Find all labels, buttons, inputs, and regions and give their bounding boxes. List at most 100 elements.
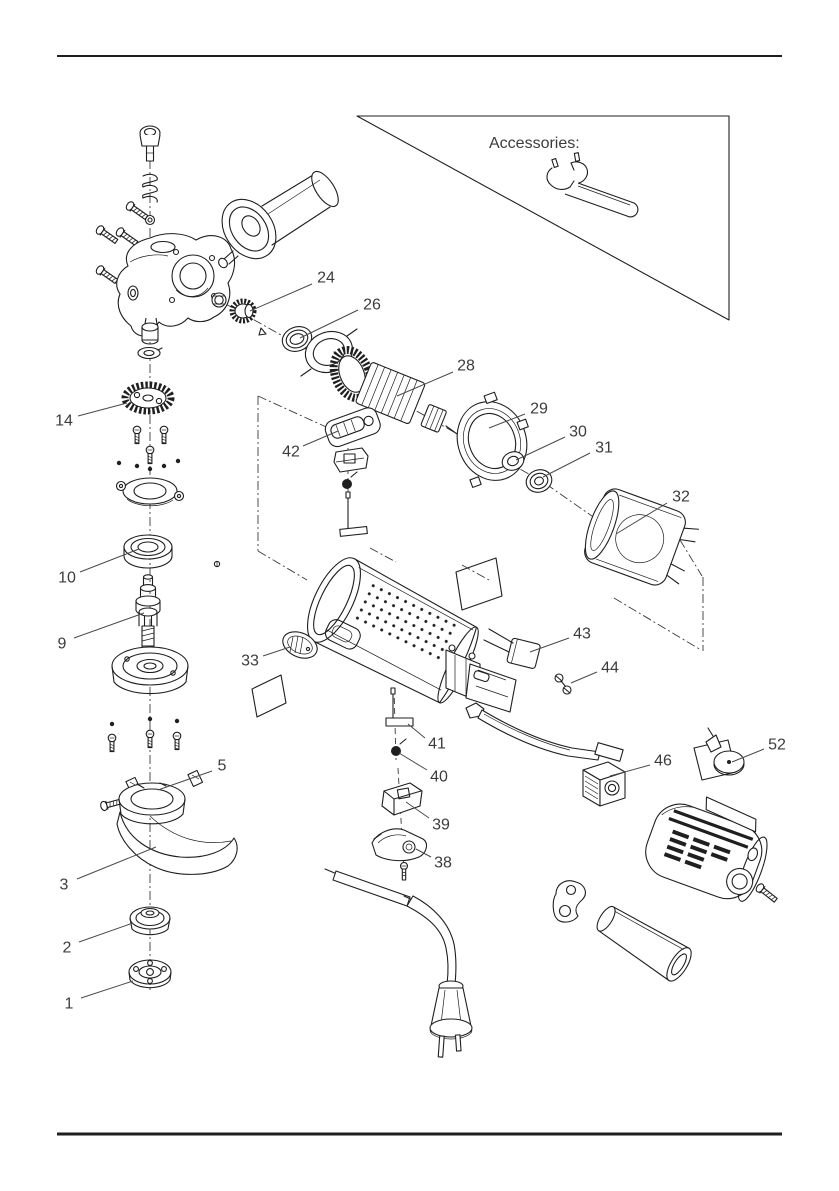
accessories-frame <box>356 115 730 321</box>
part-number-label: 31 <box>595 440 613 457</box>
part-callout-44: 44 <box>570 660 619 684</box>
part-callout-52: 52 <box>731 737 786 763</box>
callout-leader-line <box>731 748 765 763</box>
part-callout-46: 46 <box>609 753 672 777</box>
armature-bearing-front <box>281 326 313 352</box>
side-handle <box>218 170 339 269</box>
accessories-box: Accessories: <box>356 115 730 321</box>
switch-recess <box>324 619 361 650</box>
pinion-nut <box>211 292 227 308</box>
tiny-screw-side <box>213 560 221 568</box>
stator-field-coil <box>584 488 700 586</box>
part-number-label: 40 <box>430 769 448 786</box>
capacitor-box <box>582 761 626 807</box>
detent-ball-lower <box>391 746 401 756</box>
push-rod-upper <box>339 491 368 537</box>
spindle-column-group <box>99 381 238 989</box>
callout-leader-line <box>396 371 454 397</box>
shaft-key <box>258 327 267 336</box>
part-callout-14: 14 <box>55 402 128 430</box>
part-callout-32: 32 <box>615 489 690 535</box>
part-number-label: 5 <box>218 758 227 775</box>
part-callout-43: 43 <box>529 626 591 653</box>
callout-leader-line <box>542 452 591 478</box>
detent-ball-upper <box>342 479 352 489</box>
outer-flange-nut <box>128 959 172 989</box>
part-number-label: 41 <box>428 736 446 753</box>
plate-screw <box>145 445 155 465</box>
switch-slider-knob <box>282 631 318 659</box>
drive-train-group <box>211 292 700 586</box>
rear-bearing-large <box>525 469 553 493</box>
callout-leader-line <box>80 980 134 999</box>
callout-leader-line <box>407 723 426 739</box>
linkage-group <box>371 628 624 881</box>
lock-nut-small <box>144 214 156 226</box>
part-number-label: 32 <box>672 489 690 506</box>
cord-group <box>324 868 473 1058</box>
part-number-label: 42 <box>282 444 300 461</box>
cord-sleeve <box>324 868 416 907</box>
callout-leader-line <box>77 402 128 417</box>
part-callout-30: 30 <box>515 424 587 461</box>
part-callout-26: 26 <box>299 297 381 339</box>
callout-leader-line <box>405 801 430 819</box>
rear-group <box>552 727 780 982</box>
callout-leader-line <box>529 637 570 653</box>
terminal-screws <box>554 673 572 695</box>
armature <box>329 345 458 435</box>
part-callout-42: 42 <box>282 430 339 461</box>
spindle-lock-button <box>139 125 161 162</box>
part-number-label: 46 <box>654 753 672 770</box>
wheel-guard <box>116 782 238 875</box>
power-cord-and-plug <box>406 895 473 1058</box>
part-callout-2: 2 <box>63 922 134 957</box>
part-callout-29: 29 <box>488 401 548 429</box>
housing-screw-rear <box>754 881 780 905</box>
push-rod-lower <box>385 687 414 727</box>
callout-leader-line <box>157 770 213 791</box>
accessories-title: Accessories: <box>489 135 580 152</box>
part-number-label: 30 <box>569 424 587 441</box>
part-callout-41: 41 <box>407 723 446 753</box>
part-callout-3: 3 <box>60 846 157 894</box>
part-number-label: 1 <box>65 996 74 1013</box>
switch-base-plate <box>371 828 428 862</box>
callout-leader-line <box>609 764 651 777</box>
switch-block-lower <box>381 782 423 816</box>
callout-leader-line <box>76 846 157 880</box>
rear-housing-cover <box>645 796 768 902</box>
switch-block-upper <box>333 447 369 473</box>
inner-flange <box>129 906 171 936</box>
vent-slats <box>663 829 731 870</box>
part-number-label: 39 <box>432 817 450 834</box>
part-number-label: 52 <box>768 737 786 754</box>
part-number-label: 3 <box>60 877 69 894</box>
part-number-label: 14 <box>55 413 73 430</box>
callout-leader-line <box>73 612 145 639</box>
callout-leader-line <box>249 283 313 312</box>
callout-leader-line <box>299 309 359 339</box>
housing-screw <box>94 263 120 286</box>
part-number-label: 10 <box>58 570 76 587</box>
spindle-bearing <box>123 534 173 569</box>
part-number-label: 44 <box>601 660 619 677</box>
gear-housing <box>116 233 236 337</box>
link-lever <box>465 702 624 762</box>
bevel-pinion-gear <box>229 298 257 324</box>
part-number-label: 24 <box>317 270 335 287</box>
bearing-flange-plate <box>115 477 185 507</box>
page-rules <box>57 55 782 1136</box>
label-sticker-left <box>251 674 287 718</box>
spring <box>142 173 158 203</box>
motor-housing-group <box>282 557 517 713</box>
callout-leader-line <box>615 502 668 535</box>
grip-sleeve <box>596 905 692 982</box>
callouts-layer: 2426282930313214421093343444140465253938… <box>55 270 786 1013</box>
part-number-label: 28 <box>457 358 475 375</box>
terminal-connector <box>483 628 541 669</box>
guard-hardware <box>107 716 182 753</box>
part-callout-28: 28 <box>396 358 475 397</box>
